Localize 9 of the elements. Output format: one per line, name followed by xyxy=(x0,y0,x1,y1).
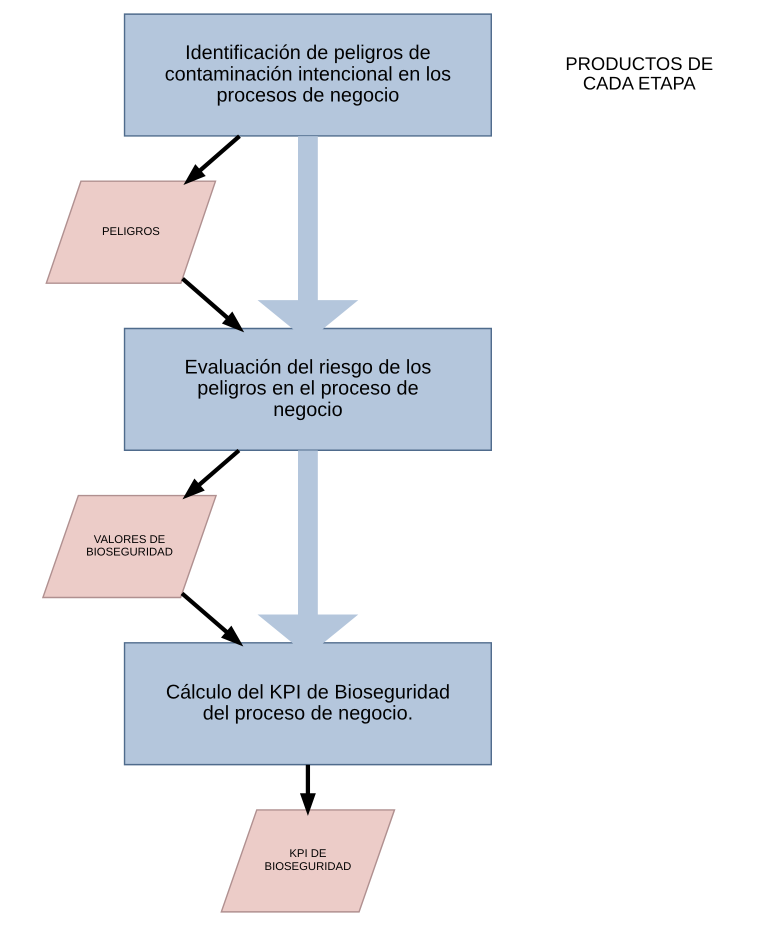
label: PRODUCTOS DE CADA ETAPA xyxy=(565,52,714,94)
arrow xyxy=(180,592,244,646)
arrow xyxy=(300,764,316,816)
node-box: Identificación de peligros de contaminación intencional en los procesos de negocio xyxy=(124,13,492,137)
arrow xyxy=(182,448,240,500)
arrow xyxy=(181,277,244,332)
node-box: Evaluación del riesgo de los peligros en el proceso de negocio xyxy=(124,328,492,451)
arrow xyxy=(183,134,241,186)
node-box: Cálculo del KPI de Bioseguridad del proceso de negocio. xyxy=(124,642,492,766)
